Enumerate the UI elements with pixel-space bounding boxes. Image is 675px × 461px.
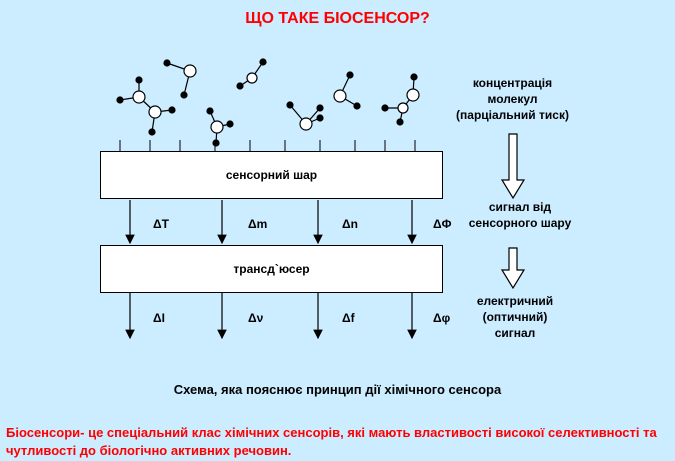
sensor-layer-label: сенсорний шар <box>225 168 318 182</box>
concentration-line: молекул <box>487 92 538 106</box>
molecule <box>206 107 234 147</box>
delta-temperature: ΔT <box>153 217 169 231</box>
molecule <box>381 73 420 126</box>
sensor-layer: сенсорний шар <box>100 151 443 199</box>
sensor-signal-line: сигнал від <box>488 200 552 214</box>
molecule <box>286 101 324 131</box>
delta-frequency-nu: Δν <box>248 311 264 325</box>
output-signal-label: електричний (оптичний) сигнал <box>455 293 575 341</box>
delta-mass: Δm <box>248 217 268 231</box>
molecule <box>333 71 361 110</box>
page-title: ЩО ТАКЕ БІОСЕНСОР? <box>245 10 430 27</box>
delta-flux: ΔΦ <box>433 217 452 231</box>
sensor-signal-line: сенсорного шару <box>468 216 572 230</box>
molecule <box>116 76 176 136</box>
sensor-signal-label: сигнал від сенсорного шару <box>455 199 585 231</box>
delta-phase: Δφ <box>433 311 451 325</box>
delta-frequency-f: Δf <box>342 311 355 325</box>
concentration-label: концентрація молекул (парціальний тиск) <box>445 75 580 123</box>
output-signal-line: сигнал <box>494 326 536 340</box>
molecule <box>236 58 267 90</box>
molecule-group <box>116 58 420 147</box>
signal-arrows-bottom <box>125 293 417 340</box>
flow-arrow-2 <box>500 247 526 290</box>
concentration-line: (парціальний тиск) <box>456 108 569 122</box>
signal-arrows-top <box>125 200 417 245</box>
transducer: трансд`юсер <box>100 245 443 293</box>
biosensor-definition: Біосенсори- це спеціальний клас хімічних… <box>6 425 657 458</box>
delta-current: ΔI <box>153 311 165 325</box>
diagram-caption: Схема, яка пояснює принцип дії хімічного… <box>173 382 502 397</box>
concentration-line: концентрація <box>472 76 553 90</box>
delta-refraction: Δn <box>342 217 358 231</box>
flow-arrow-1 <box>500 133 526 200</box>
output-signal-line: електричний <box>476 294 554 308</box>
transducer-label: трансд`юсер <box>233 262 310 276</box>
molecule <box>163 59 197 99</box>
receptor-ticks <box>119 140 416 151</box>
output-signal-line: (оптичний) <box>482 310 548 324</box>
